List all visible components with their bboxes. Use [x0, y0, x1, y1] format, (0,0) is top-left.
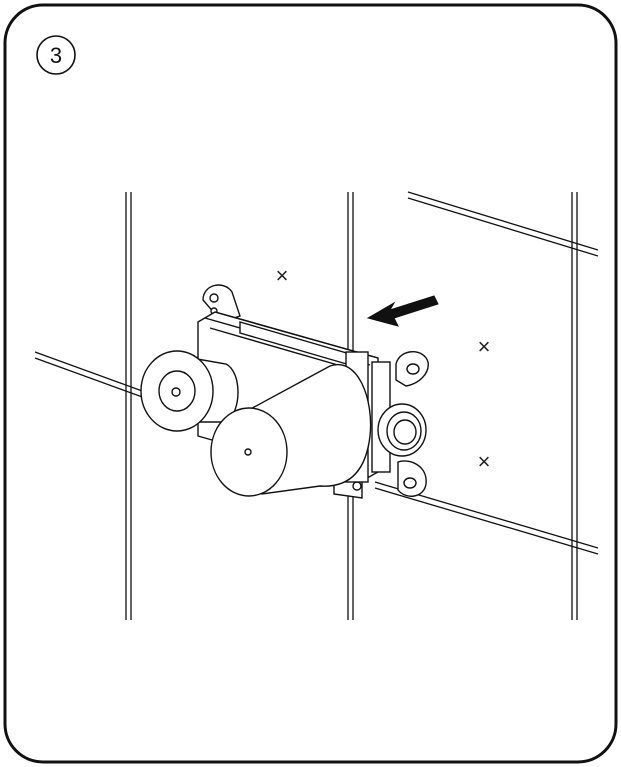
step-circle	[36, 35, 76, 75]
grout-horizontal-top-a	[407, 191, 599, 251]
frame-edge	[214, 311, 379, 359]
cross-mark-icon: ×	[478, 449, 491, 474]
small-cap-hole	[171, 387, 181, 397]
grout-horizontal-left-b	[34, 357, 146, 399]
large-cylinder-hole	[244, 448, 252, 456]
lug-hole	[209, 293, 219, 303]
arrow-left-down-icon	[366, 295, 439, 327]
cross-mark-icon: ×	[478, 334, 491, 359]
grout-horizontal-left-a	[34, 351, 146, 393]
grout-horizontal-top-b	[407, 197, 599, 257]
position-marks: × × ×	[276, 263, 491, 474]
step-number: 3	[50, 43, 62, 68]
lug-hole	[403, 477, 417, 489]
lug-hole	[406, 363, 420, 375]
grout-horizontal-bottom-b	[374, 487, 599, 555]
step-badge: 3	[36, 35, 76, 75]
outlet-connector-inner	[393, 419, 417, 445]
lug-hole	[352, 481, 362, 491]
valve-body	[140, 284, 429, 499]
cross-mark-icon: ×	[276, 263, 289, 288]
arrow-shape	[366, 295, 439, 327]
